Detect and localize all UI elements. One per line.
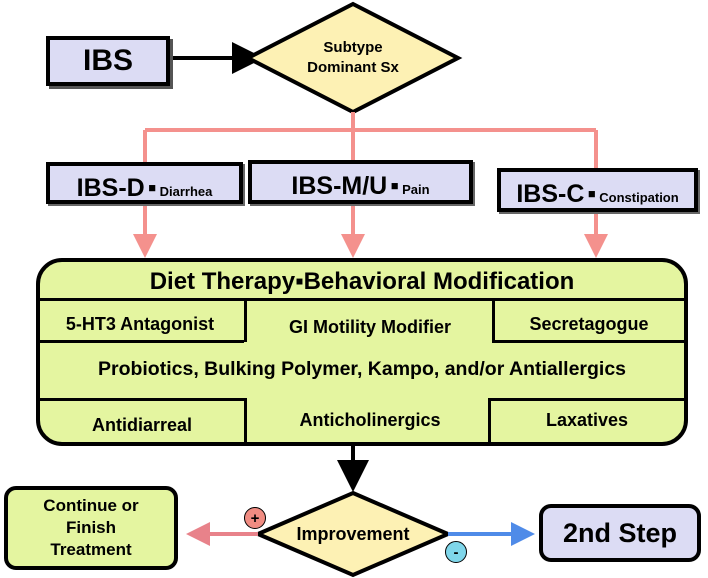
therapy-divider-r1a — [244, 298, 247, 342]
therapy-5ht3-antagonist: 5-HT3 Antagonist — [65, 314, 215, 334]
ibs-c-separator: ▪ — [587, 180, 597, 208]
therapy-gi-motility-modifier: GI Motility Modifier — [289, 317, 451, 337]
ibs-d-symptom: Diarrhea — [159, 184, 213, 199]
continue-line3: Treatment — [50, 540, 132, 559]
improvement-label: Improvement — [296, 523, 410, 544]
therapy-laxatives: Laxatives — [545, 410, 629, 430]
therapy-title: Diet Therapy▪Behavioral Modification — [149, 268, 575, 295]
improvement-decision-label: Improvement — [278, 522, 428, 546]
second-step-label: 2nd Step — [562, 517, 677, 548]
subtype-line1: Subtype — [323, 39, 383, 56]
ibs-d-separator: ▪ — [147, 174, 157, 202]
ibs-m-separator: ▪ — [390, 172, 400, 200]
minus-badge: - — [445, 541, 467, 563]
ibs-box: IBS — [46, 36, 170, 86]
continue-line2: Finish — [65, 518, 117, 537]
continue-finish-box: Continue or Finish Treatment — [4, 486, 178, 570]
therapy-divider-r1-right-bottom — [492, 340, 684, 343]
plus-badge: + — [244, 507, 266, 529]
therapy-divider-r3-right-top — [488, 398, 684, 401]
subtype-line2: Dominant Sx — [307, 59, 399, 76]
subtype-decision-label: Subtype Dominant Sx — [288, 30, 418, 86]
minus-sign: - — [453, 543, 459, 561]
therapy-divider-r3b — [488, 398, 491, 442]
therapy-supplements: Probiotics, Bulking Polymer, Kampo, and/… — [97, 358, 627, 380]
ibs-c-label: IBS-C — [516, 180, 585, 208]
ibs-d-box: IBS-D ▪ Diarrhea — [46, 162, 243, 204]
therapy-divider-r3a — [244, 398, 247, 442]
second-step-box: 2nd Step — [539, 504, 701, 562]
ibs-label: IBS — [82, 44, 133, 77]
ibs-m-box: IBS-M/U ▪ Pain — [248, 160, 473, 204]
therapy-secretagogue: Secretagogue — [529, 314, 649, 334]
improvement-diamond — [252, 490, 454, 578]
ibs-d-label: IBS-D — [76, 174, 145, 202]
therapy-anticholinergics: Anticholinergics — [299, 410, 441, 430]
therapy-divider-r3-left-top — [40, 398, 244, 401]
branch-connectors — [143, 112, 598, 168]
therapy-divider-top — [40, 298, 684, 301]
plus-sign: + — [250, 509, 260, 527]
therapy-panel: Diet Therapy▪Behavioral Modification 5-H… — [36, 258, 688, 446]
ibs-c-symptom: Constipation — [599, 190, 679, 205]
ibs-c-box: IBS-C ▪ Constipation — [497, 168, 698, 212]
therapy-divider-r1-left-bottom — [40, 340, 244, 343]
ibs-m-label: IBS-M/U — [291, 172, 388, 200]
therapy-antidiarreal: Antidiarreal — [91, 415, 193, 435]
ibs-m-symptom: Pain — [402, 182, 430, 197]
continue-line1: Continue or — [43, 496, 139, 515]
therapy-divider-r1b — [492, 298, 495, 342]
